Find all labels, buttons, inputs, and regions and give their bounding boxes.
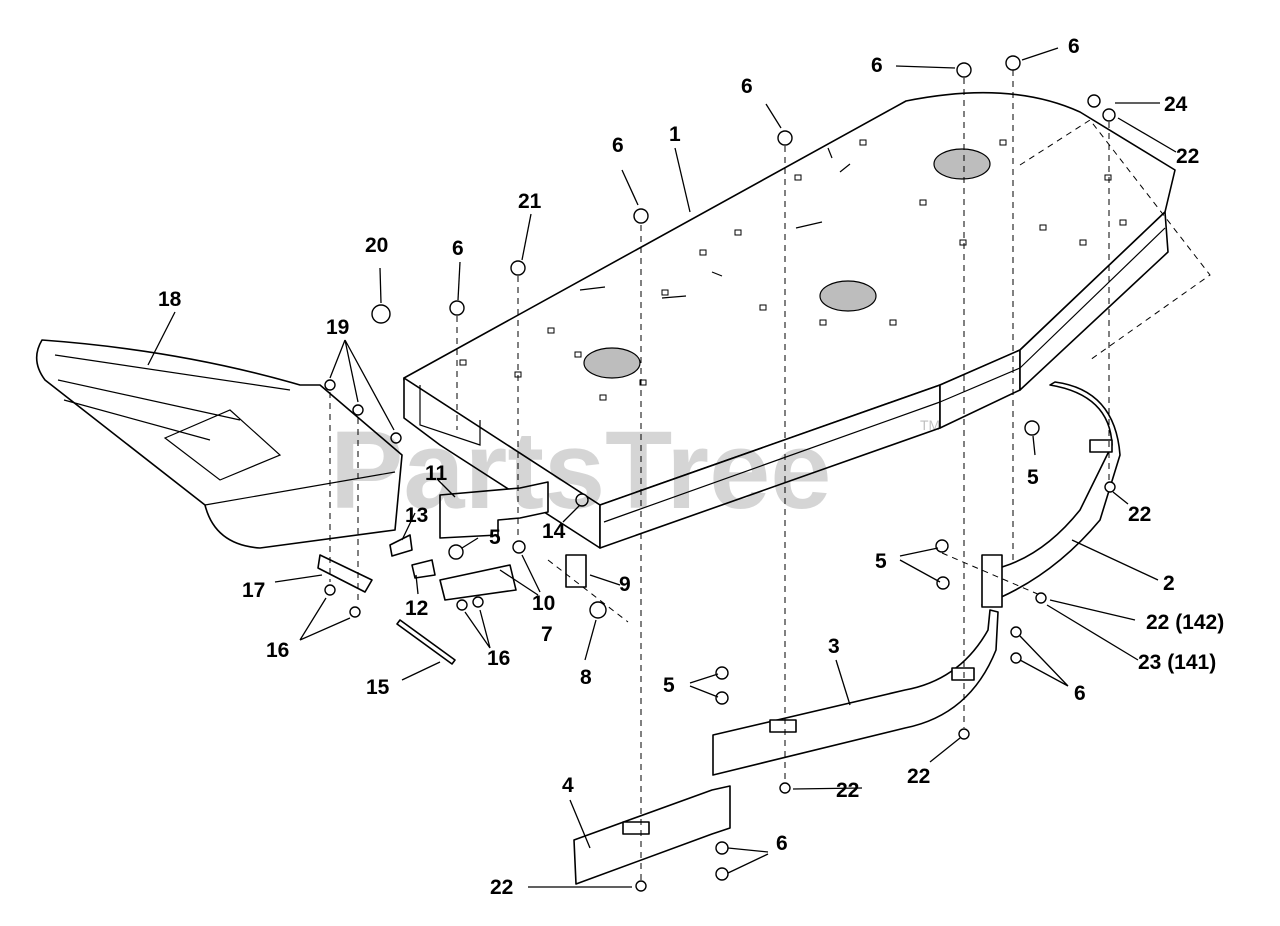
callout-6-c[interactable]: 6 xyxy=(871,54,883,77)
spring-13 xyxy=(389,534,413,557)
callout-6-d[interactable]: 6 xyxy=(1068,35,1080,58)
watermark: PartsTree TM xyxy=(330,409,940,532)
discharge-chute-18 xyxy=(35,339,403,549)
callout-16-right[interactable]: 16 xyxy=(487,647,510,670)
rear-baffle-2 xyxy=(981,381,1121,608)
callout-21[interactable]: 21 xyxy=(518,190,542,213)
callout-11[interactable]: 11 xyxy=(425,462,448,485)
callout-9[interactable]: 9 xyxy=(619,573,631,596)
callout-6-e[interactable]: 6 xyxy=(452,237,464,260)
bushing-20 xyxy=(371,304,391,324)
side-baffle-3 xyxy=(712,609,999,776)
callout-22-142[interactable]: 22 (142) xyxy=(1146,611,1224,634)
callout-22-right[interactable]: 22 xyxy=(907,765,930,788)
callout-22-front[interactable]: 22 xyxy=(490,876,513,899)
pin-15 xyxy=(396,619,456,665)
watermark-text: PartsTree xyxy=(330,409,831,532)
callout-1[interactable]: 1 xyxy=(669,123,681,146)
callout-22-top[interactable]: 22 xyxy=(1176,145,1199,168)
alignment-lines xyxy=(329,70,1211,880)
deck-holes xyxy=(459,139,1127,401)
hinge-bracket-12 xyxy=(411,559,436,579)
mower-deck-housing xyxy=(403,91,1176,549)
callout-18[interactable]: 18 xyxy=(158,288,182,311)
nuts-and-bolts xyxy=(324,55,1116,892)
front-baffle-4 xyxy=(573,785,731,885)
callout-15[interactable]: 15 xyxy=(366,676,390,699)
callout-10[interactable]: 10 xyxy=(532,592,555,615)
callout-6-b[interactable]: 6 xyxy=(741,75,753,98)
callout-8[interactable]: 8 xyxy=(580,666,592,689)
leader-lines xyxy=(147,47,1177,888)
callout-19[interactable]: 19 xyxy=(326,316,349,339)
callout-3[interactable]: 3 xyxy=(828,635,840,658)
callout-22-mid[interactable]: 22 xyxy=(836,779,859,802)
callout-16-left[interactable]: 16 xyxy=(266,639,289,662)
callout-4[interactable]: 4 xyxy=(562,774,574,797)
callout-6-g[interactable]: 6 xyxy=(776,832,788,855)
callout-20[interactable]: 20 xyxy=(365,234,388,257)
callout-5-front[interactable]: 5 xyxy=(663,674,675,697)
watermark-trademark: TM xyxy=(920,417,940,433)
bracket-7 xyxy=(439,564,517,601)
bracket-9 xyxy=(565,554,587,588)
callout-23-141[interactable]: 23 (141) xyxy=(1138,651,1216,674)
callout-13[interactable]: 13 xyxy=(405,504,428,527)
callout-12[interactable]: 12 xyxy=(405,597,428,620)
callout-labels: 1 2 3 4 5 5 5 5 6 6 6 6 6 6 6 7 8 9 10 1… xyxy=(158,35,1224,899)
callout-5-latch[interactable]: 5 xyxy=(489,526,501,549)
callout-14[interactable]: 14 xyxy=(542,520,566,543)
callout-6-a[interactable]: 6 xyxy=(612,134,624,157)
callout-22-rear[interactable]: 22 xyxy=(1128,503,1151,526)
callout-5-rear[interactable]: 5 xyxy=(1027,466,1039,489)
deflector-bracket-11 xyxy=(439,481,549,539)
callout-17[interactable]: 17 xyxy=(242,579,265,602)
callout-2[interactable]: 2 xyxy=(1163,572,1175,595)
callout-7[interactable]: 7 xyxy=(541,623,553,646)
callout-6-f[interactable]: 6 xyxy=(1074,682,1086,705)
callout-24[interactable]: 24 xyxy=(1164,93,1188,116)
hinge-plate-17 xyxy=(317,554,373,593)
callout-5-side[interactable]: 5 xyxy=(875,550,887,573)
